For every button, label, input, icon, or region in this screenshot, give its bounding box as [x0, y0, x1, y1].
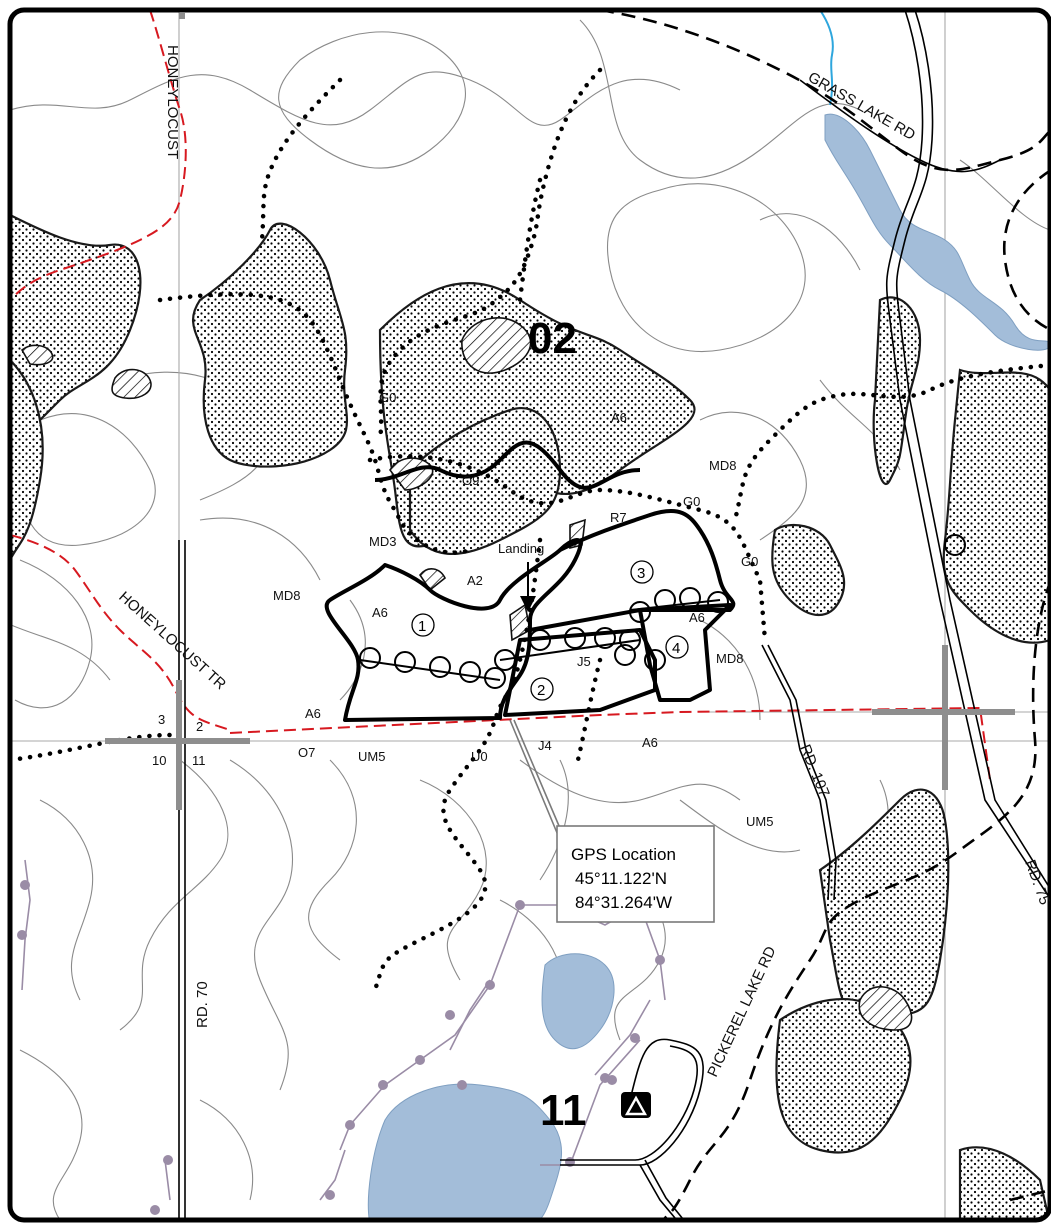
road-label-grass-lake-rd: GRASS LAKE RD — [805, 69, 918, 144]
stand-label: MD8 — [716, 651, 743, 666]
road-label-honeylocust: HONEYLOCUST — [164, 45, 181, 159]
red-boundary-lines — [10, 10, 991, 781]
unit-marker — [530, 677, 554, 701]
stand-label: J4 — [538, 738, 552, 753]
stand-label: A6 — [305, 706, 321, 721]
north-arrow-landing-icon — [520, 562, 536, 612]
unit-number: 1 — [418, 618, 426, 635]
dotted-habitat-areas — [10, 213, 1050, 1220]
stand-label: A6 — [642, 735, 658, 750]
dirt-roads — [599, 10, 1050, 1220]
map-frame — [7, 7, 1051, 1223]
compartment-label: 11 — [540, 1086, 587, 1135]
unit-number: 3 — [637, 565, 645, 582]
gps-longitude: 84°31.264'W — [575, 893, 672, 912]
stand-label: R7 — [610, 510, 627, 525]
section-number: 3 — [158, 712, 165, 727]
gps-latitude: 45°11.122'N — [575, 869, 667, 888]
stand-label: MD8 — [273, 588, 300, 603]
stand-label: J5 — [577, 654, 591, 669]
gps-location-box — [556, 825, 715, 923]
road-label-pickerel-lake-rd: PICKEREL LAKE RD — [704, 944, 779, 1080]
unit-number: 2 — [537, 682, 545, 699]
campground-icon — [621, 1092, 651, 1118]
stand-label: A6 — [372, 605, 388, 620]
stand-label: G0 — [741, 554, 758, 569]
compartment-label: 02 — [528, 314, 577, 363]
unit-marker — [411, 613, 435, 637]
road-label-rd-70: RD. 70 — [194, 981, 211, 1028]
stand-label: G0 — [379, 390, 396, 405]
section-number: 11 — [192, 753, 206, 768]
stand-label: U0 — [471, 749, 488, 764]
gps-leader — [509, 719, 566, 841]
stand-label: MD8 — [709, 458, 736, 473]
stand-label: UM5 — [358, 749, 385, 764]
unit-marker — [630, 560, 654, 584]
stand-label: G0 — [683, 494, 700, 509]
gps-title: GPS Location — [571, 845, 676, 864]
stand-label: A6 — [611, 410, 627, 425]
stand-label: MD3 — [369, 534, 396, 549]
section-number: 2 — [196, 719, 203, 734]
landing-label: Landing — [498, 541, 544, 556]
road-label-rd-75: RD. 75 — [1021, 858, 1051, 908]
stand-label: A2 — [467, 573, 483, 588]
stand-label: O9 — [462, 473, 479, 488]
stand-label: O7 — [298, 745, 315, 760]
unit-number: 4 — [672, 640, 680, 657]
roads — [178, 10, 1050, 1220]
stand-label: UM5 — [746, 814, 773, 829]
skid-trails — [359, 534, 966, 689]
unit-marker — [665, 635, 689, 659]
water-bodies — [367, 10, 1050, 1220]
section-corners — [105, 13, 1015, 810]
trails — [10, 67, 1050, 993]
section-number: 10 — [152, 753, 166, 768]
road-label-rd-107: RD. 107 — [796, 742, 832, 799]
stand-label: A6 — [689, 610, 705, 625]
